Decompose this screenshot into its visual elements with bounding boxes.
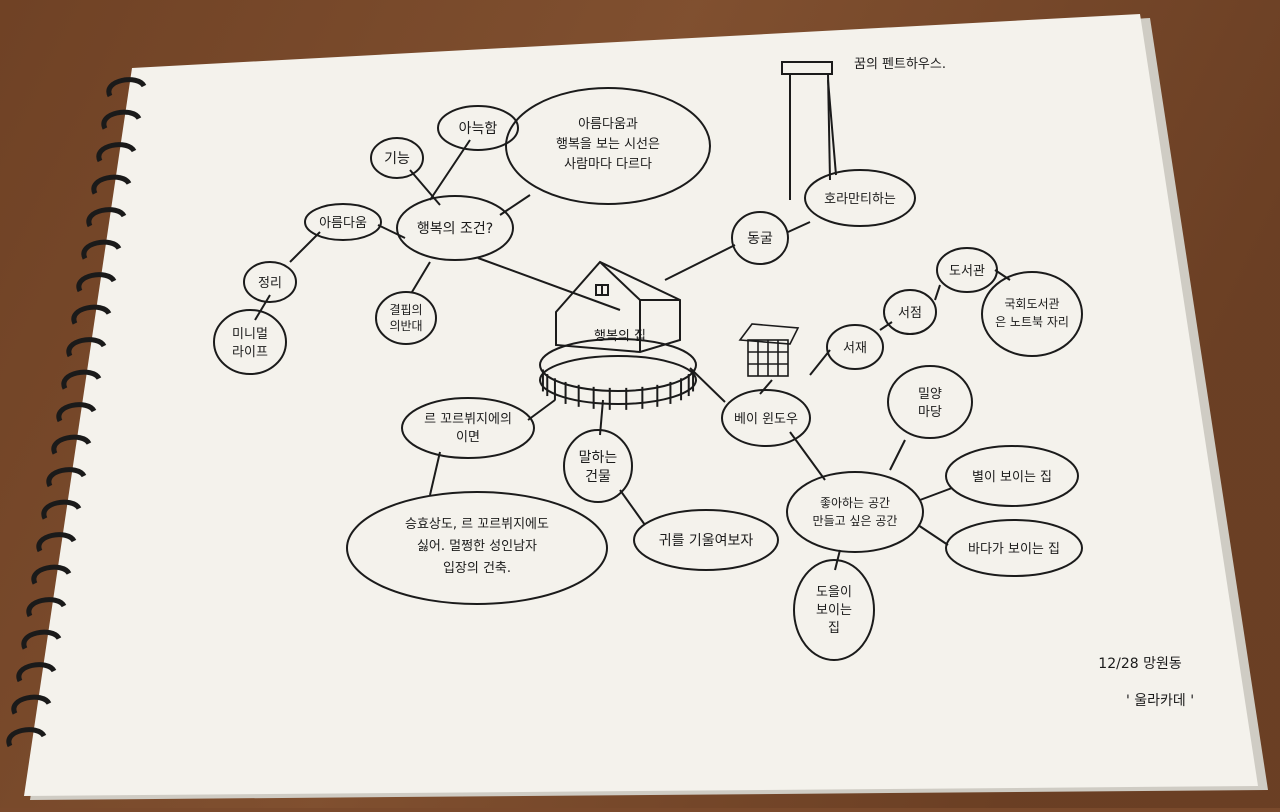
- node-corbusier-1: 르 꼬르뷔지에의: [424, 412, 512, 427]
- spiral-ring: [106, 77, 147, 98]
- node-national-library-2: 은 노트북 자리: [995, 315, 1069, 329]
- spiral-ring: [41, 499, 82, 520]
- spiral-ring: [91, 174, 132, 195]
- spiral-ring: [6, 727, 47, 748]
- node-favorite-1: 좋아하는 공간: [820, 496, 890, 510]
- spiral-ring: [11, 694, 52, 715]
- node-yard-2: 마당: [918, 405, 942, 420]
- node-clutter-2: 의반대: [389, 319, 422, 333]
- spiral-ring: [76, 272, 117, 293]
- node-yard-1: 밀양: [918, 387, 942, 402]
- node-beauty: 아름다움: [319, 216, 367, 231]
- node-national-library-1: 국회도서관: [1004, 297, 1059, 311]
- node-center: 행복의 집: [594, 328, 646, 344]
- spiral-ring: [36, 532, 77, 553]
- node-mountain-2: 보이는: [816, 603, 852, 618]
- node-beauty-note-3: 사람마다 다르다: [564, 157, 652, 172]
- node-minimal-1: 미니멀: [232, 327, 268, 342]
- sketchbook-page: [24, 14, 1258, 796]
- spiral-ring: [81, 239, 122, 260]
- spiral-ring: [96, 142, 137, 163]
- node-penthouse: 호라만티하는: [824, 192, 896, 207]
- node-fairytale: 동굴: [747, 231, 773, 247]
- node-beauty-note-1: 아름다움과: [578, 117, 638, 132]
- node-favorite-2: 만들고 싶은 공간: [813, 514, 898, 528]
- spiral-ring: [26, 597, 67, 618]
- node-building-2: 건물: [585, 469, 611, 485]
- node-study: 서재: [843, 341, 867, 356]
- node-stars: 별이 보이는 집: [972, 470, 1052, 485]
- spiral-ring: [66, 337, 107, 358]
- node-library: 도서관: [949, 264, 985, 279]
- spiral-ring: [51, 434, 92, 455]
- node-corbusier-note-3: 입장의 건축.: [443, 561, 511, 576]
- node-penthouse-top: 꿈의 펜트하우스.: [854, 57, 946, 72]
- date-line-2: ' 울라카데 ': [1126, 693, 1194, 709]
- spiral-ring: [46, 467, 87, 488]
- node-comfort: 아늑함: [459, 121, 498, 137]
- node-building-1: 말하는: [579, 450, 618, 466]
- node-organize: 정리: [258, 276, 282, 291]
- node-beauty-note-2: 행복을 보는 시선은: [556, 136, 660, 152]
- spiral-ring: [86, 207, 127, 228]
- spiral-ring: [16, 662, 57, 683]
- node-corbusier-note-1: 승효상도, 르 꼬르뷔지에도: [405, 517, 549, 532]
- spiral-ring: [21, 629, 62, 650]
- node-mountain-1: 도을이: [816, 585, 852, 600]
- node-mountain-3: 집: [828, 621, 840, 636]
- spiral-ring: [56, 402, 97, 423]
- spiral-ring: [71, 304, 112, 325]
- node-sea: 바다가 보이는 집: [968, 542, 1060, 557]
- spiral-ring: [101, 109, 142, 130]
- house-drawing: [539, 260, 697, 410]
- spiral-ring: [61, 369, 102, 390]
- spiral-ring: [31, 564, 72, 585]
- node-happiness: 행복의 조건?: [417, 221, 493, 237]
- node-listen: 귀를 기울여보자: [659, 533, 754, 549]
- mindmap-bubbles: [213, 87, 1083, 661]
- node-minimal-2: 라이프: [232, 345, 268, 360]
- date-line-1: 12/28 망원동: [1098, 656, 1182, 672]
- node-bay-window: 베이 윈도우: [734, 412, 798, 427]
- penthouse-drawing: [781, 61, 833, 200]
- node-function: 기능: [384, 151, 410, 167]
- node-clutter-1: 결핍의: [389, 303, 422, 317]
- node-corbusier-note-2: 싫어. 멀쩡한 성인남자: [417, 539, 537, 554]
- spiral-binding: [6, 77, 147, 748]
- bay-window-drawing: [738, 323, 800, 377]
- node-bookstore: 서점: [898, 306, 922, 321]
- node-corbusier-2: 이면: [456, 430, 480, 445]
